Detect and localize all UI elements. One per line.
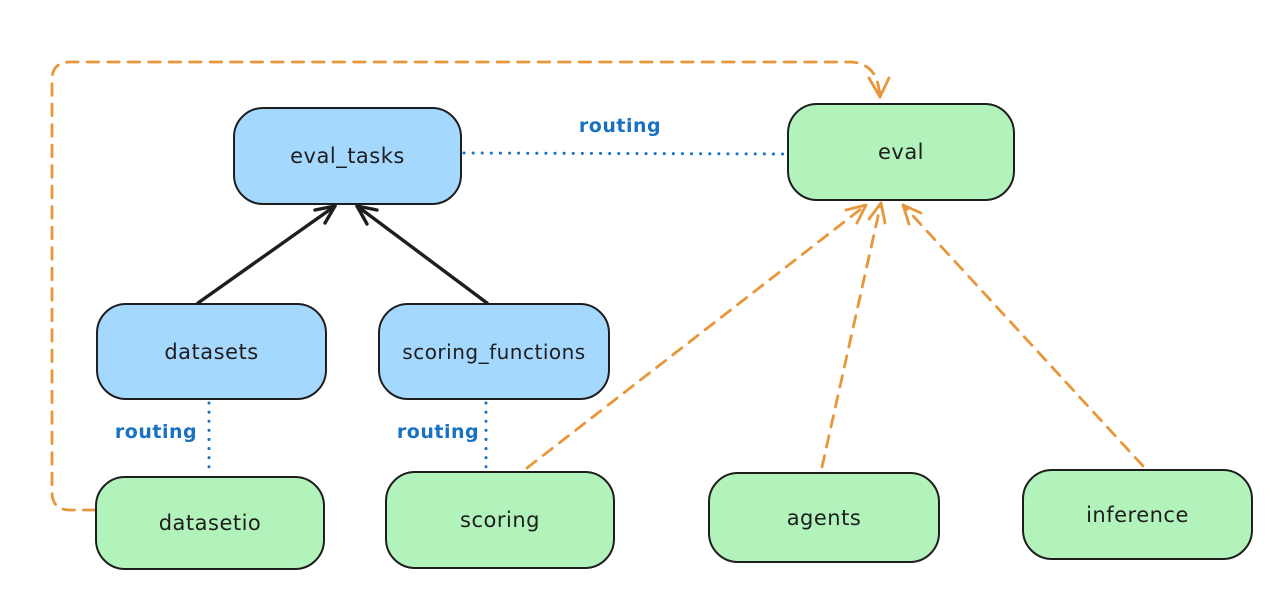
node-inference: inference bbox=[1022, 469, 1253, 560]
node-scoring-functions: scoring_functions bbox=[378, 303, 610, 400]
edge-label-routing-eval-tasks-eval: routing bbox=[578, 115, 662, 137]
node-eval-tasks: eval_tasks bbox=[233, 107, 462, 205]
node-eval: eval bbox=[787, 103, 1015, 201]
node-datasets-label: datasets bbox=[164, 339, 259, 364]
node-scoring: scoring bbox=[385, 471, 615, 569]
node-eval-label: eval bbox=[877, 140, 925, 164]
edge-datasets-to-eval-tasks bbox=[196, 204, 337, 305]
edge-label-routing-datasets-datasetio: routing bbox=[114, 421, 198, 443]
node-scoring-functions-label: scoring_functions bbox=[402, 339, 586, 364]
node-eval-tasks-label: eval_tasks bbox=[290, 144, 405, 168]
edge-agents-to-eval bbox=[820, 201, 887, 469]
node-scoring-label: scoring bbox=[460, 508, 540, 532]
node-agents-label: agents bbox=[786, 505, 862, 530]
node-datasets: datasets bbox=[96, 303, 327, 400]
node-datasetio-label: datasetio bbox=[158, 511, 262, 535]
edge-label-routing-scoring-functions-scoring: routing bbox=[396, 421, 480, 443]
edge-scoring-functions-to-eval-tasks bbox=[355, 204, 489, 305]
edge-eval-tasks-to-eval bbox=[462, 151, 788, 156]
node-agents: agents bbox=[708, 472, 940, 563]
node-inference-label: inference bbox=[1086, 502, 1189, 527]
edge-inference-to-eval bbox=[901, 203, 1145, 468]
node-datasetio: datasetio bbox=[95, 476, 325, 570]
